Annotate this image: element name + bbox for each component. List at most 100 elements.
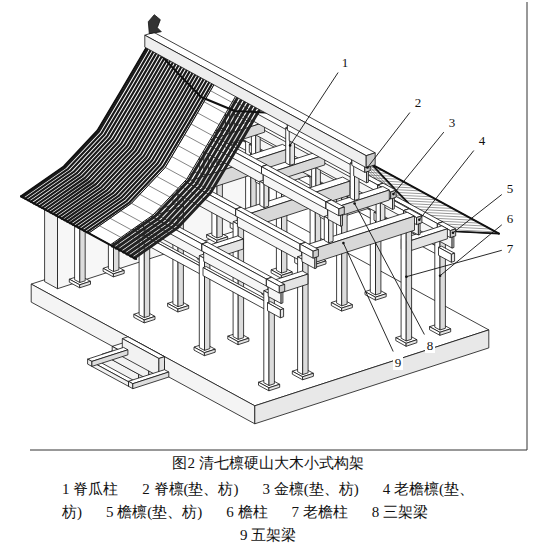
callout-number: 5: [505, 181, 516, 196]
purlin-board: [341, 215, 343, 227]
leader-line: [440, 225, 502, 276]
purlin-board: [281, 292, 283, 304]
purlin: [300, 244, 313, 258]
roof-board-line: [191, 124, 213, 136]
purlin-board: [315, 257, 317, 269]
roof-edge: [21, 43, 149, 197]
purlin: [279, 284, 284, 293]
tie-beam: [439, 247, 452, 262]
roof-board-line: [132, 203, 154, 215]
frame-border: [30, 450, 527, 451]
leader-line: [406, 250, 501, 276]
roof-board-line: [172, 157, 194, 169]
leader-dot: [392, 193, 395, 196]
roof-board-line: [110, 218, 132, 230]
callout-number: 4: [477, 133, 488, 148]
leader-dot: [405, 275, 408, 278]
step-side: [88, 359, 92, 366]
platform: [255, 330, 489, 424]
purlin: [313, 249, 318, 258]
purlin: [202, 242, 272, 279]
key-item: 5 檐檩(垫、枋): [106, 504, 202, 520]
callout-number: 8: [425, 338, 436, 353]
five-purlin-beam: [302, 216, 415, 267]
roof-board-line: [178, 146, 200, 158]
leader-line: [290, 73, 338, 146]
step: [122, 339, 159, 377]
key-box: 9 五架梁: [0, 524, 536, 547]
callout-number: 7: [505, 241, 516, 256]
callout-number: 1: [340, 55, 351, 70]
key-item: 6 檐柱: [226, 504, 267, 520]
caption-box: 图2 清七檩硬山大木小式构架: [0, 453, 536, 473]
ridge: [145, 32, 375, 155]
roof-board-line: [148, 185, 170, 197]
leader-dot: [418, 218, 421, 221]
key-item: 1 脊瓜柱: [62, 481, 118, 497]
callout-number: 3: [447, 115, 458, 130]
key-item: 3 金檩(垫、枋): [263, 481, 359, 497]
short-post: [260, 181, 264, 207]
leader-line: [453, 195, 502, 233]
key-item: 9 五架梁: [240, 527, 296, 543]
callout-number: 6: [505, 211, 516, 226]
purlin: [262, 165, 332, 202]
purlin-board: [393, 198, 395, 210]
roof-board-line: [198, 113, 220, 125]
leader-dot: [366, 166, 369, 169]
step-side: [92, 350, 128, 367]
purlin: [266, 279, 279, 293]
column: [406, 224, 411, 341]
step-side: [129, 381, 133, 388]
purlin-board: [418, 223, 420, 235]
rafter: [134, 104, 262, 258]
leader-line: [355, 204, 425, 335]
purlin: [450, 229, 455, 238]
ridge-ornament: [148, 15, 161, 34]
leader-dot: [342, 242, 345, 245]
key-item: 2 脊檩(垫、枋): [142, 481, 238, 497]
column: [401, 223, 406, 341]
short-post: [324, 216, 328, 242]
leader-line: [368, 113, 410, 168]
purlin: [236, 207, 306, 244]
callout-number: 2: [413, 95, 424, 110]
figure-caption: 图2 清七檩硬山大木小式构架: [172, 455, 363, 471]
frame-border: [527, 2, 528, 450]
purlin-board: [367, 171, 369, 183]
leader-dot: [452, 232, 455, 235]
roof-board-line: [165, 167, 187, 179]
key-box: 1 脊瓜柱2 脊檩(垫、枋)3 金檩(垫、枋)4 老檐檩(垫、枋)5 檐檩(垫、…: [62, 478, 474, 524]
purlin: [326, 202, 339, 216]
rafter: [127, 100, 255, 254]
rafter: [120, 96, 248, 250]
ridge: [145, 35, 366, 168]
roof-board-line: [140, 194, 162, 206]
tie-beam: [451, 253, 454, 262]
tie-beam: [268, 303, 281, 318]
leader-line: [343, 243, 393, 351]
key-item: 8 三架梁: [372, 504, 428, 520]
purlin-board: [452, 237, 454, 249]
callout-number: 9: [393, 355, 404, 370]
rafter: [131, 102, 259, 256]
purlin: [236, 209, 300, 251]
ridge: [366, 153, 375, 168]
step-side: [133, 372, 169, 389]
tie-beam: [280, 309, 283, 318]
purlin: [202, 244, 267, 286]
leader-dot: [289, 144, 292, 147]
purlin: [339, 207, 344, 216]
roof-board-line: [157, 176, 179, 188]
roof-board-line: [121, 211, 143, 223]
roof-board-line: [185, 135, 207, 147]
leader-dot: [439, 274, 442, 277]
leader-dot: [353, 202, 356, 205]
leader-line: [419, 151, 474, 220]
front-eave-line: [21, 196, 136, 259]
purlin: [262, 167, 327, 209]
roof-board-line: [99, 226, 121, 238]
leader-line: [393, 132, 443, 194]
key-item: 7 老檐柱: [292, 504, 348, 520]
